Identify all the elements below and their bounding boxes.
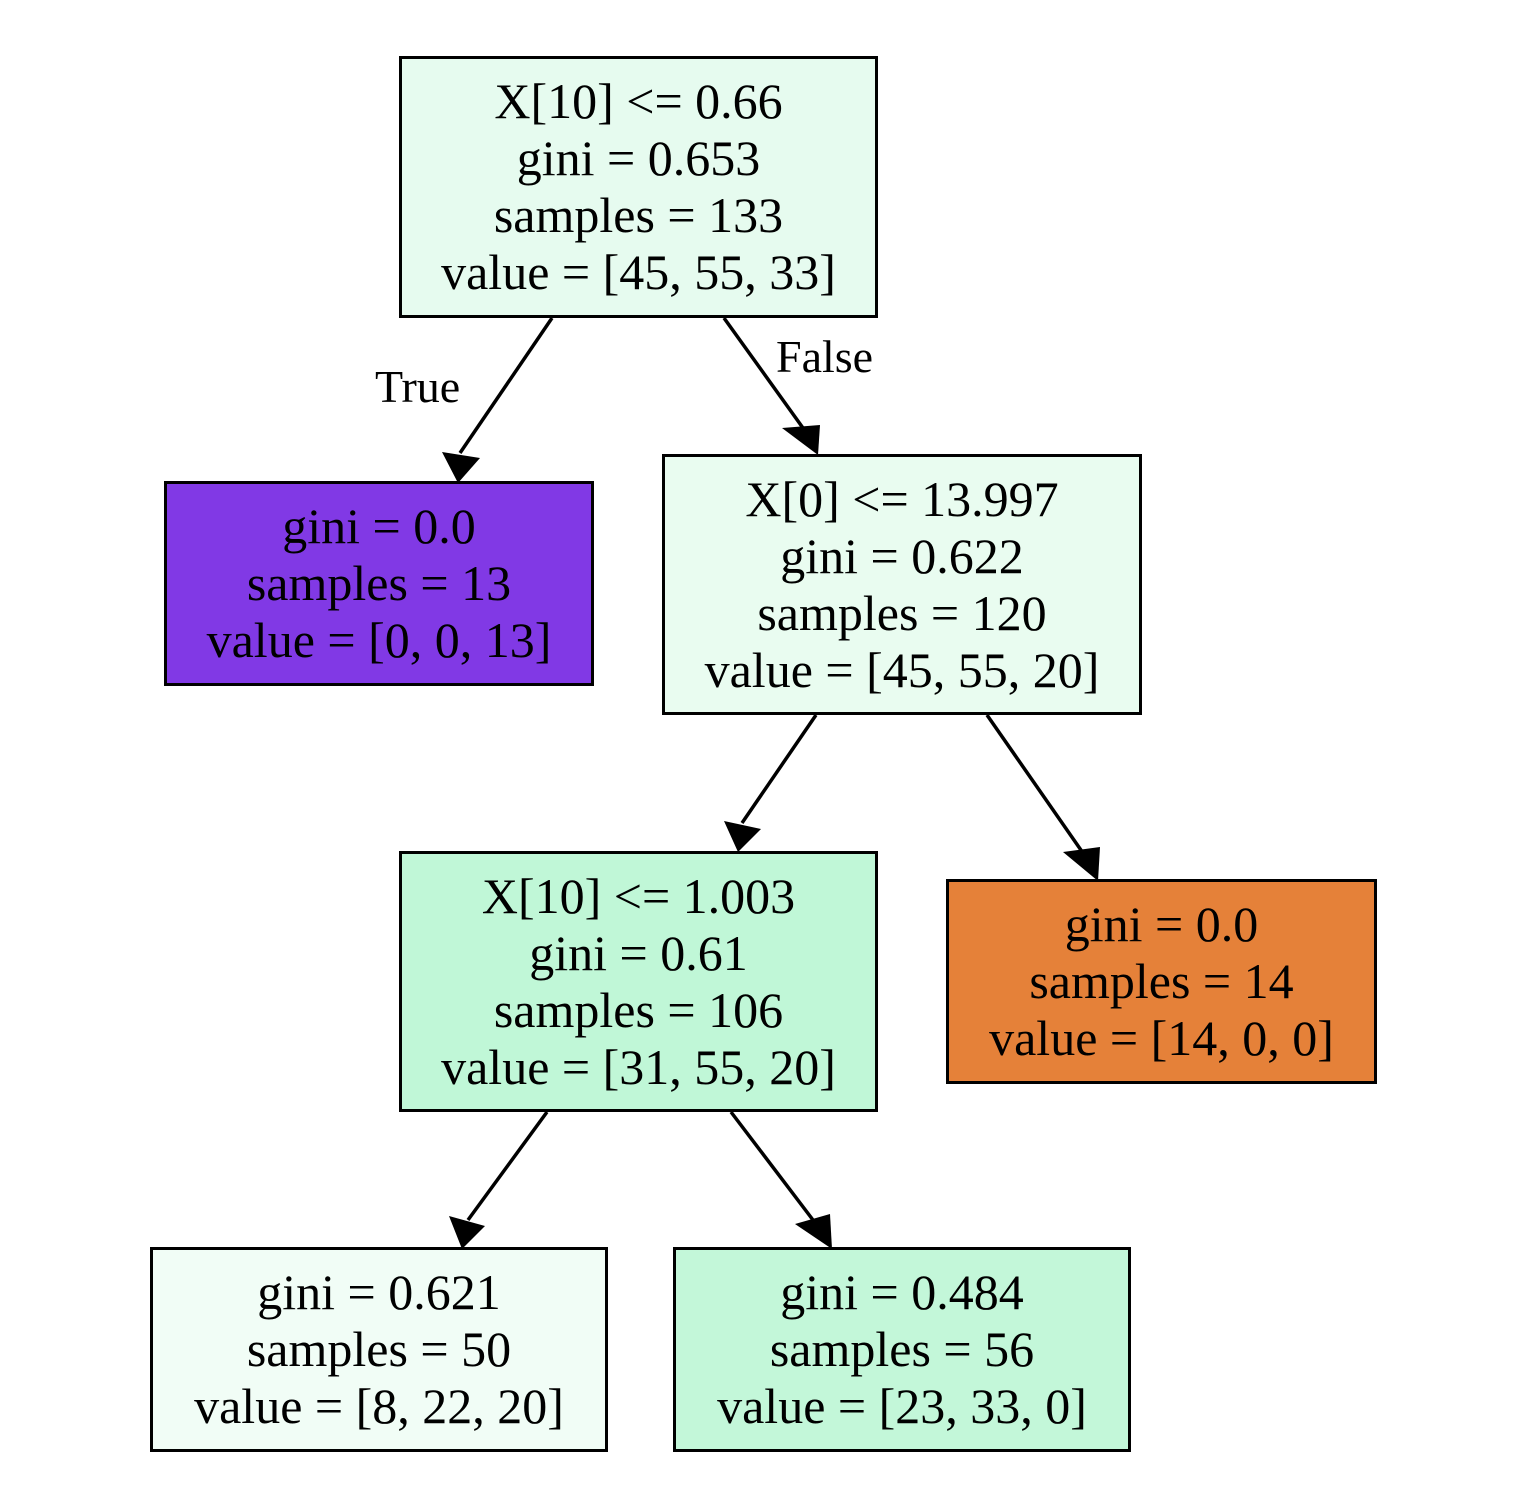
class-values: value = [45, 55, 20] [704, 641, 1100, 698]
leaf-node-class-2: gini = 0.0 samples = 13 value = [0, 0, 1… [164, 481, 594, 686]
samples-count: samples = 56 [769, 1321, 1035, 1377]
edge-n0-n1 [458, 317, 554, 454]
gini-value: gini = 0.484 [780, 1264, 1024, 1320]
leaf-node-left: gini = 0.621 samples = 50 value = [8, 22… [150, 1247, 608, 1452]
edge-label-true: True [375, 361, 461, 412]
edge-n2-n3 [740, 714, 818, 824]
split-condition: X[10] <= 0.66 [494, 73, 783, 129]
samples-count: samples = 50 [246, 1321, 512, 1377]
arrowhead-n3-n6 [795, 1214, 832, 1249]
gini-value: gini = 0.653 [516, 130, 761, 186]
leaf-node-right: gini = 0.484 samples = 56 value = [23, 3… [673, 1247, 1131, 1452]
samples-count: samples = 14 [1029, 953, 1294, 1009]
edge-label-false: False [776, 331, 874, 382]
samples-count: samples = 133 [493, 187, 784, 243]
class-values: value = [31, 55, 20] [441, 1038, 836, 1095]
arrowhead-n0-n2 [782, 425, 820, 455]
arrowhead-n2-n3 [724, 821, 761, 852]
class-values: value = [23, 33, 0] [717, 1378, 1087, 1434]
class-values: value = [8, 22, 20] [194, 1378, 564, 1434]
gini-value: gini = 0.61 [529, 924, 748, 981]
samples-count: samples = 13 [246, 555, 512, 611]
edge-n2-n4 [985, 714, 1085, 854]
samples-count: samples = 106 [493, 981, 784, 1038]
edge-n3-n5 [466, 1110, 549, 1222]
split-node-x0: X[0] <= 13.997 gini = 0.622 samples = 12… [662, 454, 1142, 715]
gini-value: gini = 0.621 [257, 1264, 501, 1320]
arrowhead-n0-n1 [442, 452, 480, 483]
samples-count: samples = 120 [757, 584, 1047, 641]
gini-value: gini = 0.622 [780, 527, 1024, 584]
class-values: value = [45, 55, 33] [441, 244, 836, 300]
split-condition: X[10] <= 1.003 [481, 867, 796, 924]
edge-n0-n2 [722, 316, 805, 430]
arrowhead-n2-n4 [1063, 847, 1100, 881]
split-condition: X[0] <= 13.997 [745, 470, 1059, 527]
gini-value: gini = 0.0 [282, 498, 476, 554]
split-node-x10: X[10] <= 1.003 gini = 0.61 samples = 106… [399, 851, 878, 1112]
class-values: value = [14, 0, 0] [989, 1010, 1334, 1066]
class-values: value = [0, 0, 13] [206, 612, 552, 668]
leaf-node-class-0: gini = 0.0 samples = 14 value = [14, 0, … [946, 879, 1377, 1084]
arrowhead-n3-n5 [449, 1216, 485, 1249]
edge-n3-n6 [729, 1110, 815, 1222]
root-node: X[10] <= 0.66 gini = 0.653 samples = 133… [399, 56, 878, 318]
gini-value: gini = 0.0 [1064, 896, 1259, 952]
